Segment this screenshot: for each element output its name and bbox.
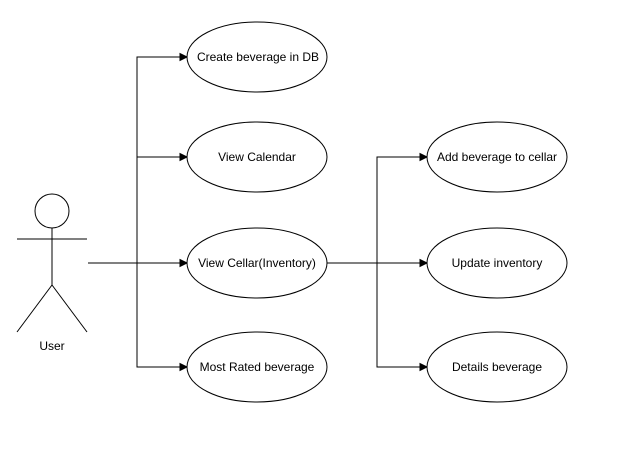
arrowhead-add [419,152,429,162]
use-case-rated-label: Most Rated beverage [200,360,315,374]
connector-actor-create [88,56,180,264]
use-case-add-label: Add beverage to cellar [437,150,557,164]
use-case-add[interactable]: Add beverage to cellar [426,121,568,193]
use-case-details[interactable]: Details beverage [426,331,568,403]
use-case-calendar[interactable]: View Calendar [186,121,328,193]
use-case-calendar-label: View Calendar [218,150,296,164]
use-case-add-ellipse [426,121,568,193]
actor-left-leg [16,284,53,333]
use-case-create-ellipse [186,21,328,93]
actor-user[interactable]: User [16,193,88,353]
use-case-details-ellipse [426,331,568,403]
arrowhead-details [419,362,429,372]
use-case-cellar[interactable]: View Cellar(Inventory) [186,227,328,299]
use-case-details-label: Details beverage [452,360,542,374]
use-case-calendar-ellipse [186,121,328,193]
use-case-update[interactable]: Update inventory [426,227,568,299]
connector-cellar-add [327,156,420,264]
use-case-cellar-label: View Cellar(Inventory) [198,256,316,270]
use-case-update-ellipse [426,227,568,299]
connector-actor-rated [136,263,180,368]
actor-label: User [39,339,64,353]
use-case-rated[interactable]: Most Rated beverage [186,331,328,403]
use-case-cellar-ellipse [186,227,328,299]
arrowhead-update [419,258,429,268]
arrowhead-calendar [179,152,189,162]
use-case-rated-ellipse [186,331,328,403]
arrowhead-cellar [179,258,189,268]
use-case-create[interactable]: Create beverage in DB [186,21,328,93]
actor-right-leg [51,284,88,333]
connector-cellar-details [376,263,420,368]
arrowhead-create [179,52,189,62]
use-case-create-label: Create beverage in DB [197,50,319,64]
cellar-connectors [327,152,429,372]
actor-head [34,193,70,229]
use-case-update-label: Update inventory [452,256,543,270]
actor-connectors [88,52,189,372]
arrowhead-rated [179,362,189,372]
